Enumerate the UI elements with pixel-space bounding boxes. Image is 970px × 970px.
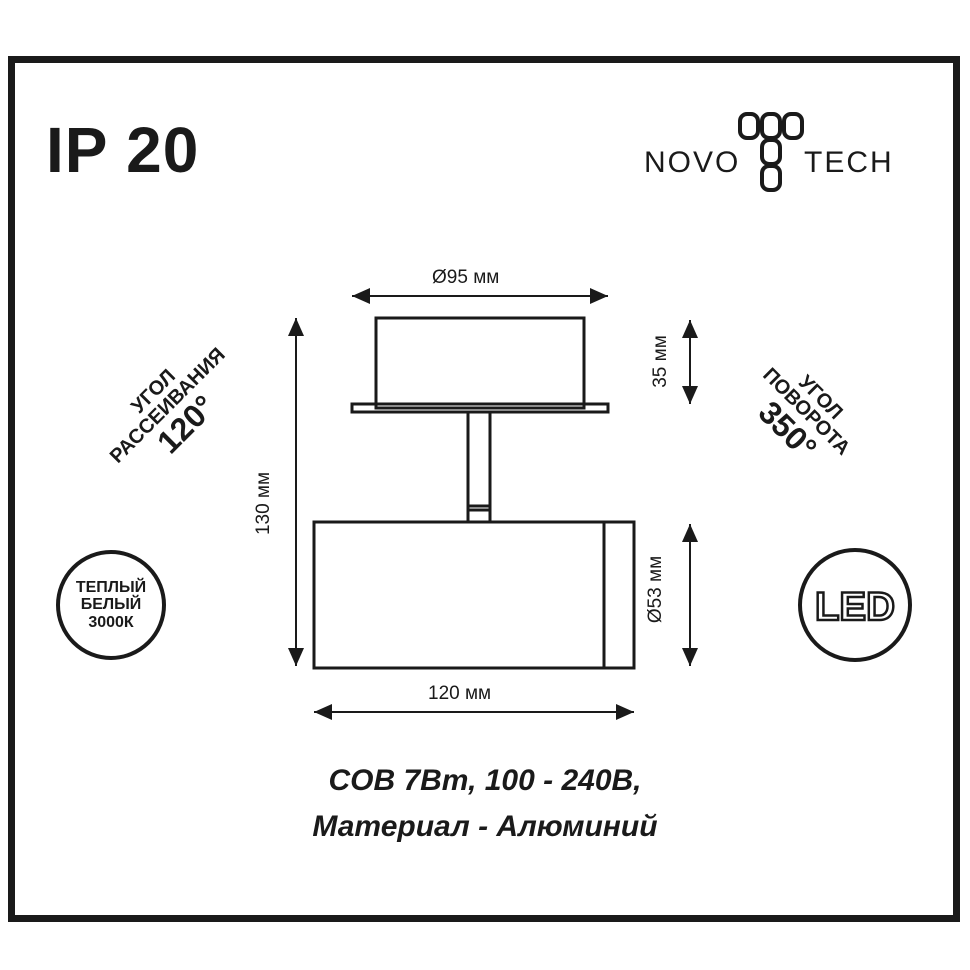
color-temp-line3: 3000К	[88, 613, 134, 631]
dim-base-height: 35 мм	[649, 335, 671, 388]
logo-shape-4	[760, 164, 782, 192]
logo-shape-5	[760, 138, 782, 166]
logo-shape-1	[738, 112, 760, 140]
ip-rating: IP 20	[46, 114, 200, 186]
logo-text-left: NOVO	[644, 146, 740, 179]
novotech-logo: NOVO TECH	[644, 112, 894, 192]
logo-text-right: TECH	[804, 146, 894, 179]
dim-top-diameter: Ø95 мм	[432, 267, 500, 288]
led-badge: LED	[798, 548, 912, 662]
outer-frame	[8, 56, 960, 922]
stem-joint	[466, 504, 492, 524]
spec-line-power: COB 7Вт, 100 - 240В,	[328, 764, 642, 797]
color-temp-line2: БЕЛЫЙ	[80, 596, 142, 614]
logo-shape-3	[782, 112, 804, 140]
color-temp-line1: ТЕПЛЫЙ	[75, 578, 147, 596]
logo-shape-2	[760, 112, 782, 140]
spec-line-material: Материал - Алюминий	[312, 810, 658, 843]
dim-head-length: 120 мм	[428, 683, 492, 704]
dim-total-height: 130 мм	[253, 471, 275, 536]
color-temp-badge: ТЕПЛЫЙ БЕЛЫЙ 3000К	[56, 550, 166, 660]
stem	[466, 410, 492, 512]
lamp-head	[312, 520, 636, 670]
led-text: LED	[815, 585, 895, 629]
lamp-drawing	[288, 288, 698, 720]
led-icon: LED	[814, 584, 897, 630]
mount-base	[374, 316, 586, 410]
dim-head-diameter: Ø53 мм	[645, 555, 667, 624]
